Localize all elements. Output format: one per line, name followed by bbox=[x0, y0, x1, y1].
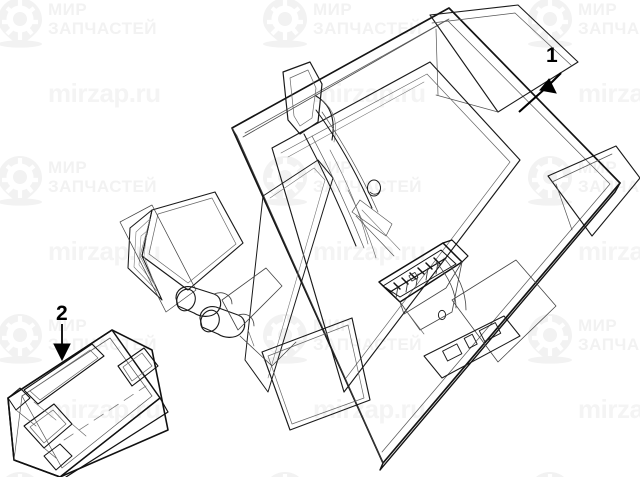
large-bracket-assembly bbox=[119, 4, 640, 471]
callout-number-2: 2 bbox=[56, 302, 68, 325]
callout-number-1: 1 bbox=[546, 44, 558, 67]
multi-pin-connector bbox=[378, 239, 469, 315]
relay-slot-row bbox=[423, 315, 521, 379]
grommet-pair bbox=[175, 285, 255, 338]
small-control-module bbox=[7, 329, 169, 477]
